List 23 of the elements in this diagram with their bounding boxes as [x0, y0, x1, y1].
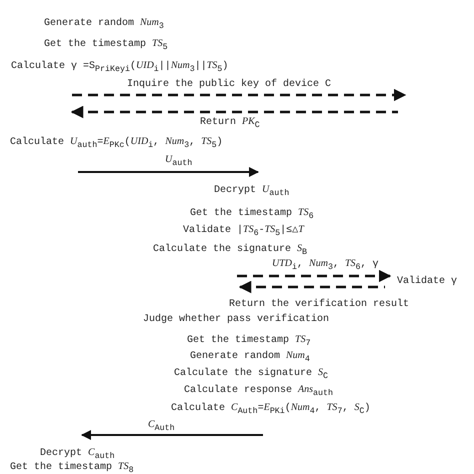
step-text: Decrypt U$_{auth}$ [214, 184, 290, 199]
formula-text: Calculate U$_{auth}$=E$_{PKc}$(UID$_{i}$, Num$_{3}$, TS$_{5}$) [10, 136, 223, 151]
step-text: Decrypt C$_{auth}$ [40, 447, 115, 462]
arrow-label: Return the verification result [229, 299, 410, 311]
formula-text: Validate |TS$_{6}$-TS$_{5}$|≤△T [183, 224, 304, 239]
step-text: Get the timestamp TS$_{8}$ [10, 461, 134, 474]
arrow-label: Inquire the public key of device C [127, 79, 332, 91]
step-text: Generate random Num$_{3}$ [44, 17, 164, 32]
step-text: Calculate the signature S$_{C}$ [174, 367, 328, 382]
arrow-label: Return PK$_{C}$ [200, 116, 260, 131]
arrow-label: C$_{Auth}$ [148, 419, 175, 434]
formula-text: Calculate C$_{Auth}$=E$_{PKi}$(Num$_{4}$, TS$_{7}$, S$_{C}$) [171, 402, 370, 417]
arrow-label: UTD$_{i}$, Num$_{3}$, TS$_{6}$, γ [272, 258, 379, 273]
step-text: Generate random Num$_{4}$ [190, 350, 310, 365]
step-text: Calculate the signature S$_{B}$ [153, 243, 308, 258]
arrow-label: U$_{auth}$ [165, 154, 192, 169]
step-text: Judge whether pass verification [143, 314, 330, 326]
step-text: Calculate response Ans$_{auth}$ [184, 384, 334, 399]
formula-text: Calculate γ =S$_{PriKeyi}$(UID$_{i}$||Num$_{3}$||TS$_{5}$) [11, 60, 228, 75]
step-text: Get the timestamp TS$_{5}$ [44, 38, 168, 53]
step-text: Get the timestamp TS$_{7}$ [187, 334, 311, 349]
step-text: Validate γ [397, 276, 458, 288]
step-text: Get the timestamp TS$_{6}$ [190, 207, 314, 222]
